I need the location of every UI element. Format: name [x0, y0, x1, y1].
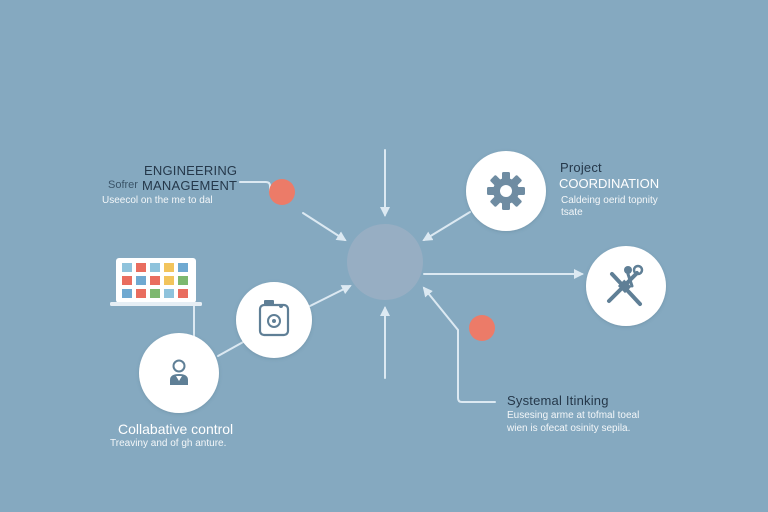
gear-icon	[487, 172, 525, 210]
laptop-node	[110, 258, 202, 306]
tools-node	[586, 246, 666, 326]
color-grid-icon	[122, 263, 188, 298]
systemal-title: Systemal Itinking	[507, 393, 609, 408]
collab-description: Treaviny and of gh anture.	[110, 438, 227, 449]
person-node	[139, 333, 219, 413]
connector-camera	[309, 285, 352, 307]
project-title-line1: Project	[560, 160, 602, 175]
tools-icon	[607, 264, 644, 306]
connector-upper-left	[302, 212, 347, 242]
connectors	[193, 149, 584, 403]
connector-systemal	[422, 286, 496, 403]
systemal-description-line2: wien is ofecat osinity sepila.	[507, 423, 631, 434]
accent-dot-top	[269, 179, 295, 205]
engineering-title-line2: MANAGEMENT	[142, 178, 238, 193]
collab-title: Collabative control	[118, 421, 234, 437]
connector-engineering	[239, 181, 271, 192]
central-hub	[347, 224, 423, 300]
connector-gear	[422, 211, 471, 242]
gear-node	[466, 151, 546, 231]
connector-person-camera	[217, 340, 246, 357]
camera-node	[236, 282, 312, 358]
engineering-description: Useecol on the me to dal	[102, 195, 213, 206]
engineering-prefix: Sofrer	[108, 179, 138, 191]
engineering-title-line1: ENGINEERING	[144, 163, 238, 178]
person-icon	[170, 359, 188, 385]
project-title-line2: COORDINATION	[559, 176, 660, 191]
project-description-line2: tsate	[561, 207, 583, 218]
systemal-description-line1: Eusesing arme at tofmal toeal	[507, 410, 640, 421]
camera-icon	[258, 300, 290, 337]
accent-dot-bottom	[469, 315, 495, 341]
project-description-line1: Caldeing oerid topnity	[561, 195, 658, 206]
